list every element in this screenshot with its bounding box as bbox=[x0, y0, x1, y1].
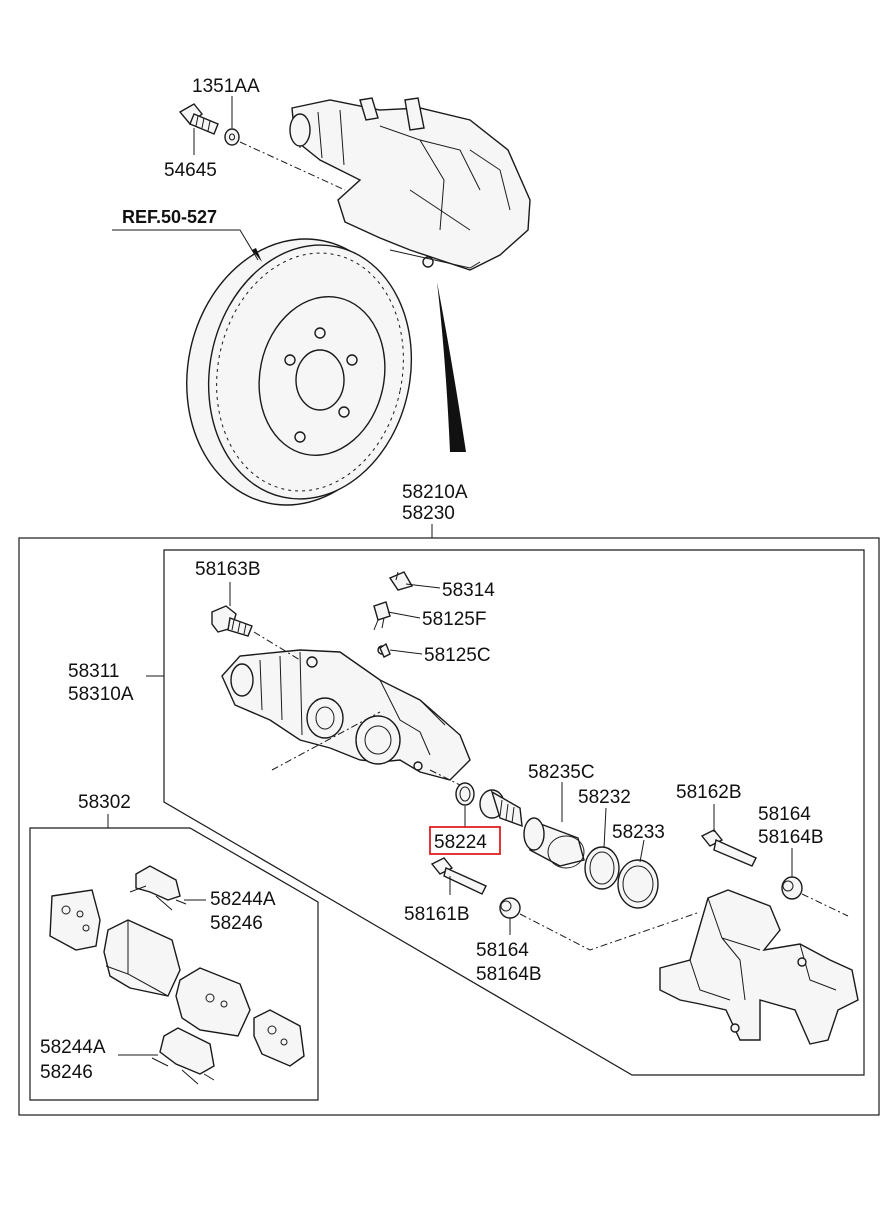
bleeder-plug-58125C bbox=[379, 642, 391, 658]
seal-58232 bbox=[584, 846, 620, 890]
bolt-54645 bbox=[178, 103, 219, 135]
part-label-58244A-top: 58244A bbox=[210, 889, 276, 910]
direction-arrow bbox=[437, 282, 466, 452]
part-label-58246-bottom: 58246 bbox=[40, 1062, 93, 1083]
caliper-body bbox=[221, 645, 471, 781]
shim-outer-left bbox=[49, 889, 101, 951]
boot-58233 bbox=[617, 859, 659, 909]
part-label-58232: 58232 bbox=[578, 787, 631, 808]
bleeder-cap-58314 bbox=[388, 571, 414, 591]
part-label-58230: 58230 bbox=[402, 503, 455, 524]
part-label-58161B: 58161B bbox=[404, 904, 470, 925]
part-label-58311: 58311 bbox=[68, 661, 119, 682]
caliper-bracket bbox=[659, 889, 859, 1045]
highlight-box-58224 bbox=[429, 826, 501, 855]
seal-58224 bbox=[455, 782, 475, 806]
part-label-58125F: 58125F bbox=[422, 609, 486, 630]
part-label-58314: 58314 bbox=[442, 580, 495, 601]
bleeder-screw-58125F bbox=[373, 601, 391, 631]
pad-clips-top bbox=[129, 865, 187, 911]
part-label-58244A-bottom: 58244A bbox=[40, 1037, 106, 1058]
brake-disc bbox=[186, 238, 413, 506]
part-label-58210A: 58210A bbox=[402, 482, 468, 503]
guide-pin-58162B bbox=[700, 829, 757, 867]
part-label-58310A: 58310A bbox=[68, 684, 134, 705]
part-label-58164-bottom: 58164 bbox=[476, 940, 529, 961]
guide-pin-boot bbox=[479, 789, 523, 828]
pad-kit-frame bbox=[29, 827, 319, 1101]
part-label-58302: 58302 bbox=[78, 792, 131, 813]
bushing-58164-right bbox=[781, 876, 803, 900]
piston-58235C bbox=[523, 817, 585, 869]
part-label-58235C: 58235C bbox=[528, 762, 595, 783]
part-label-58224[interactable]: 58224 bbox=[434, 832, 487, 853]
part-label-58164B-bottom: 58164B bbox=[476, 964, 542, 985]
part-label-58164-right: 58164 bbox=[758, 804, 811, 825]
reference-label: REF.50-527 bbox=[122, 207, 217, 227]
pad-clips-bottom bbox=[151, 1027, 215, 1085]
caliper-assembly-top bbox=[289, 97, 531, 271]
part-label-54645: 54645 bbox=[164, 160, 217, 181]
part-label-1351AA: 1351AA bbox=[192, 76, 260, 97]
part-label-58246-top: 58246 bbox=[210, 913, 263, 934]
shim-outer-right bbox=[253, 1009, 305, 1067]
caliper-frame bbox=[163, 549, 865, 1076]
part-label-58164B-right: 58164B bbox=[758, 827, 824, 848]
brake-pad-outer bbox=[175, 967, 251, 1037]
outer-frame bbox=[18, 537, 880, 1116]
guide-pin-58161B bbox=[430, 857, 487, 895]
part-label-58162B: 58162B bbox=[676, 782, 742, 803]
part-label-58163B: 58163B bbox=[195, 559, 261, 580]
washer-1351AA bbox=[224, 128, 240, 146]
brake-pad-inner bbox=[103, 919, 181, 997]
bushing-58164-bottom bbox=[499, 897, 521, 919]
bolt-58163B bbox=[211, 605, 253, 637]
part-label-58233: 58233 bbox=[612, 822, 665, 843]
part-label-58125C: 58125C bbox=[424, 645, 491, 666]
